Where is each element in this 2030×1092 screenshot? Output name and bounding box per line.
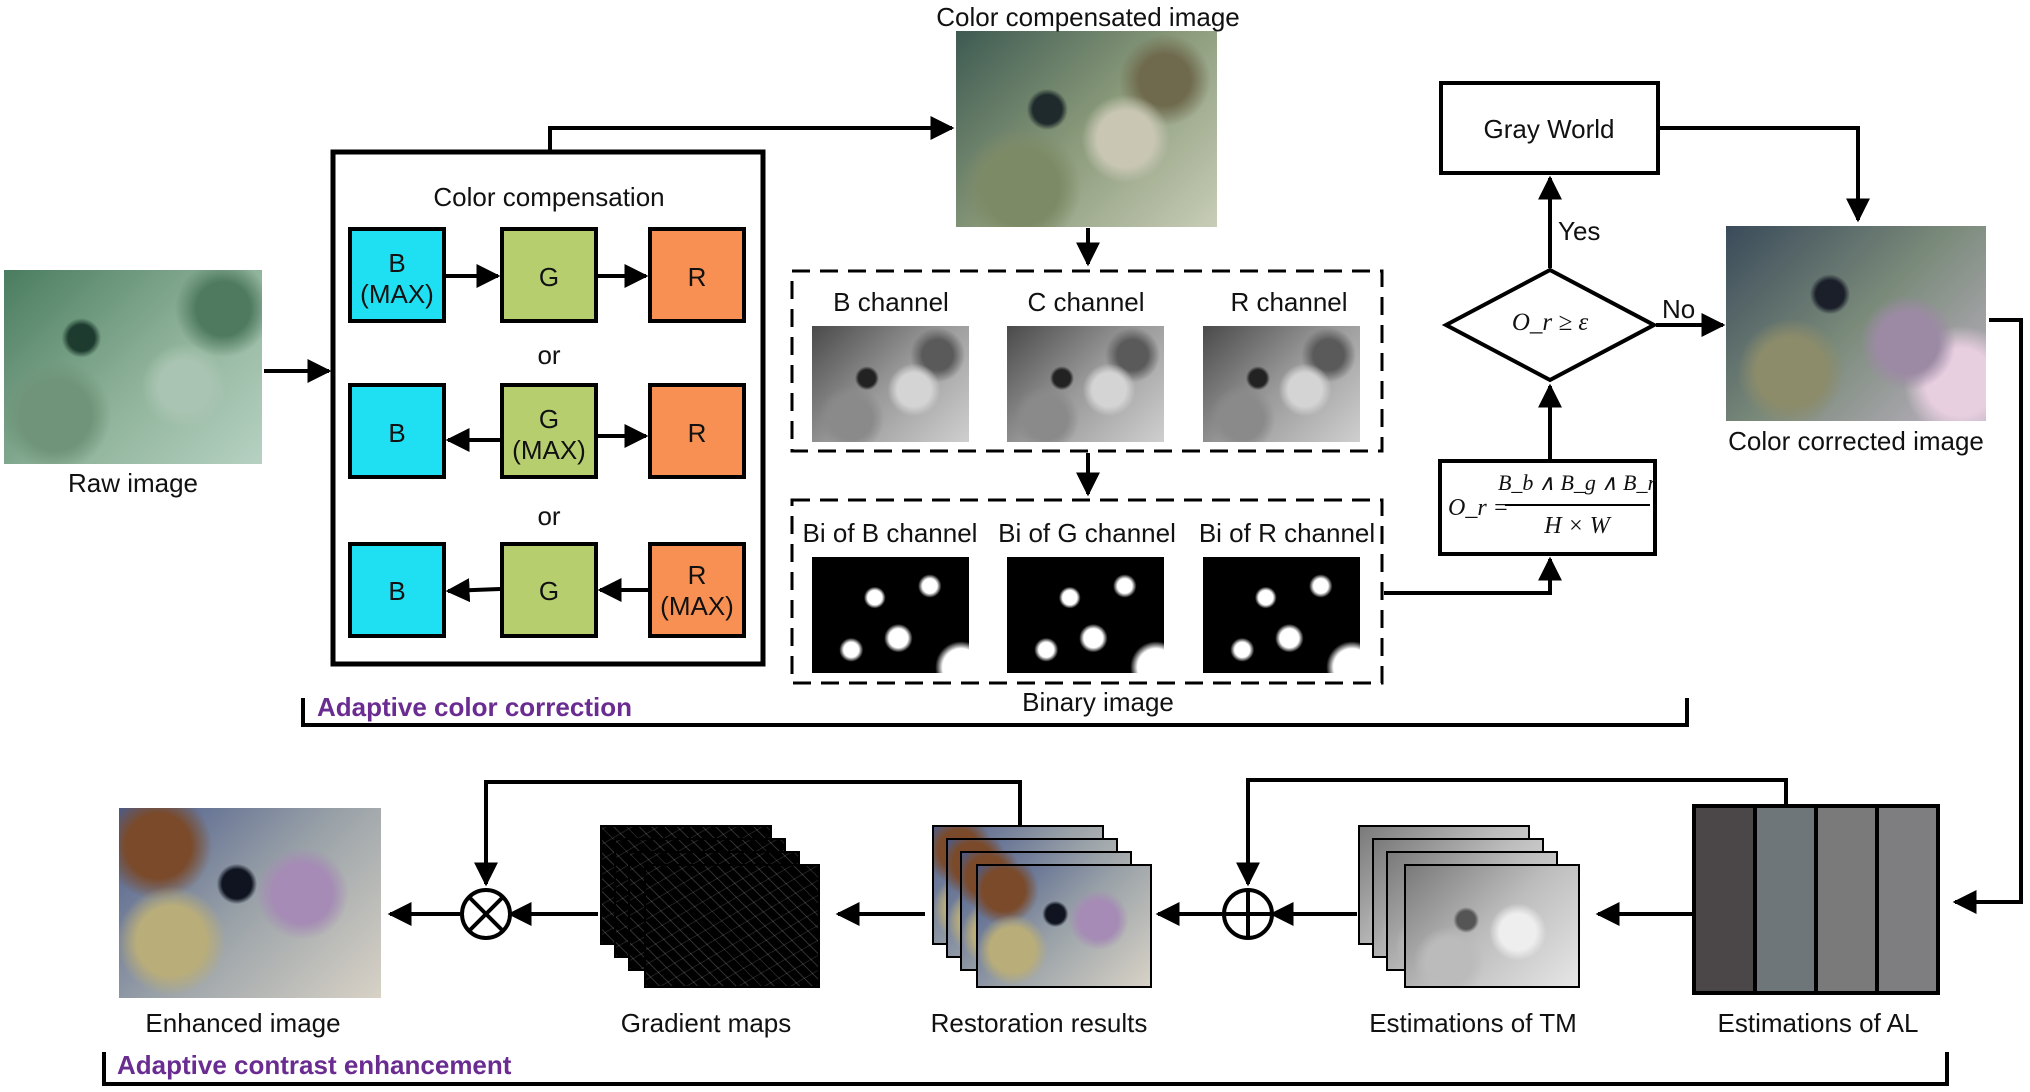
yes-label: Yes xyxy=(1558,216,1601,246)
contrast-enhancement-bracket xyxy=(102,1052,1949,1086)
arrow-corrected-to-al xyxy=(1952,318,2023,914)
gray-world-label: Gray World xyxy=(1483,114,1615,144)
row1-b-box xyxy=(348,227,446,323)
bi-g-channel-image xyxy=(1007,557,1164,673)
enhanced-image xyxy=(119,808,381,998)
row2-g-box xyxy=(500,383,598,479)
gray-world-box xyxy=(1439,81,1660,175)
c-channel-image xyxy=(1007,326,1164,442)
color-correction-bracket xyxy=(301,698,1689,727)
color-compensation-title: Color compensation xyxy=(433,182,665,212)
row2-b-box xyxy=(348,383,446,479)
gradient-map-4 xyxy=(644,864,820,988)
al-bar-3 xyxy=(1814,804,1879,995)
r-channel-image xyxy=(1203,326,1360,442)
estimations-tm-label: Estimations of TM xyxy=(1369,1008,1577,1038)
bi-g-label: Bi of G channel xyxy=(998,518,1176,548)
color-corrected-image-label: Color corrected image xyxy=(1728,426,1984,456)
raw-image-label: Raw image xyxy=(67,468,199,498)
arrow-al-to-plus xyxy=(1236,778,1788,887)
restoration-result-4 xyxy=(976,864,1152,988)
decision-diamond xyxy=(1441,267,1659,383)
ratio-formula-box xyxy=(1438,459,1657,556)
row2-r-box xyxy=(648,383,746,479)
row1-g-box xyxy=(500,227,598,323)
or-label-2: or xyxy=(537,501,561,531)
or-label-1: or xyxy=(537,340,561,370)
al-bar-4 xyxy=(1875,804,1940,995)
arrow-grayworld-to-corrected xyxy=(1660,126,1870,223)
estimations-al-label: Estimations of AL xyxy=(1717,1008,1919,1038)
adaptive-contrast-enhancement-label: Adaptive contrast enhancement xyxy=(117,1050,512,1080)
color-corrected-image xyxy=(1726,226,1986,421)
row3-b-label: B xyxy=(388,576,406,606)
no-label: No xyxy=(1662,294,1696,324)
arrow-comp-to-compensated xyxy=(548,116,955,150)
ratio-denominator: H × W xyxy=(1544,513,1610,539)
binary-image-label: Binary image xyxy=(1022,687,1174,717)
b-channel-image xyxy=(812,326,969,442)
tm-estimation-4 xyxy=(1404,864,1580,988)
row1-b-label: B (MAX) xyxy=(360,248,434,310)
al-bar-2 xyxy=(1753,804,1818,995)
ratio-numerator: B_b ∧ B_g ∧ B_r xyxy=(1497,470,1657,495)
arrow-restoration-to-multiply xyxy=(474,780,1022,887)
row3-b-box xyxy=(348,542,446,638)
enhanced-image-label: Enhanced image xyxy=(145,1008,341,1038)
c-channel-label: C channel xyxy=(1027,287,1145,317)
row1-r-box xyxy=(648,227,746,323)
arrow-binary-to-ratio xyxy=(1384,556,1562,595)
bi-b-label: Bi of B channel xyxy=(802,518,978,548)
al-bar-1 xyxy=(1692,804,1757,995)
bi-b-channel-image xyxy=(812,557,969,673)
ratio-fraction-bar xyxy=(1505,504,1650,506)
color-compensated-image xyxy=(956,31,1217,227)
row1-g-label: G xyxy=(538,262,560,292)
color-compensation-box xyxy=(330,149,766,667)
gradient-maps-label: Gradient maps xyxy=(620,1008,792,1038)
restoration-results-label: Restoration results xyxy=(930,1008,1148,1038)
row3-g-box xyxy=(500,542,598,638)
row3-r-box xyxy=(648,542,746,638)
color-compensated-image-label: Color compensated image xyxy=(936,2,1240,32)
row2-g-label: G (MAX) xyxy=(512,404,586,466)
bi-r-label: Bi of R channel xyxy=(1198,518,1376,548)
row2-r-label: R xyxy=(687,418,707,448)
b-channel-label: B channel xyxy=(833,287,949,317)
channels-box xyxy=(790,269,1384,453)
row3-r-label: R (MAX) xyxy=(660,560,734,622)
binary-box xyxy=(790,498,1384,685)
raw-image xyxy=(4,270,262,464)
decision-formula: O_r ≥ ε xyxy=(1511,309,1589,336)
bi-r-channel-image xyxy=(1203,557,1360,673)
r-channel-label: R channel xyxy=(1230,287,1348,317)
row3-g-label: G xyxy=(538,576,560,606)
row3-arrow-gb xyxy=(445,578,501,603)
row2-b-label: B xyxy=(388,418,406,448)
row1-r-label: R xyxy=(687,262,707,292)
adaptive-color-correction-label: Adaptive color correction xyxy=(317,692,632,722)
ratio-lhs: O_r = xyxy=(1448,495,1509,521)
